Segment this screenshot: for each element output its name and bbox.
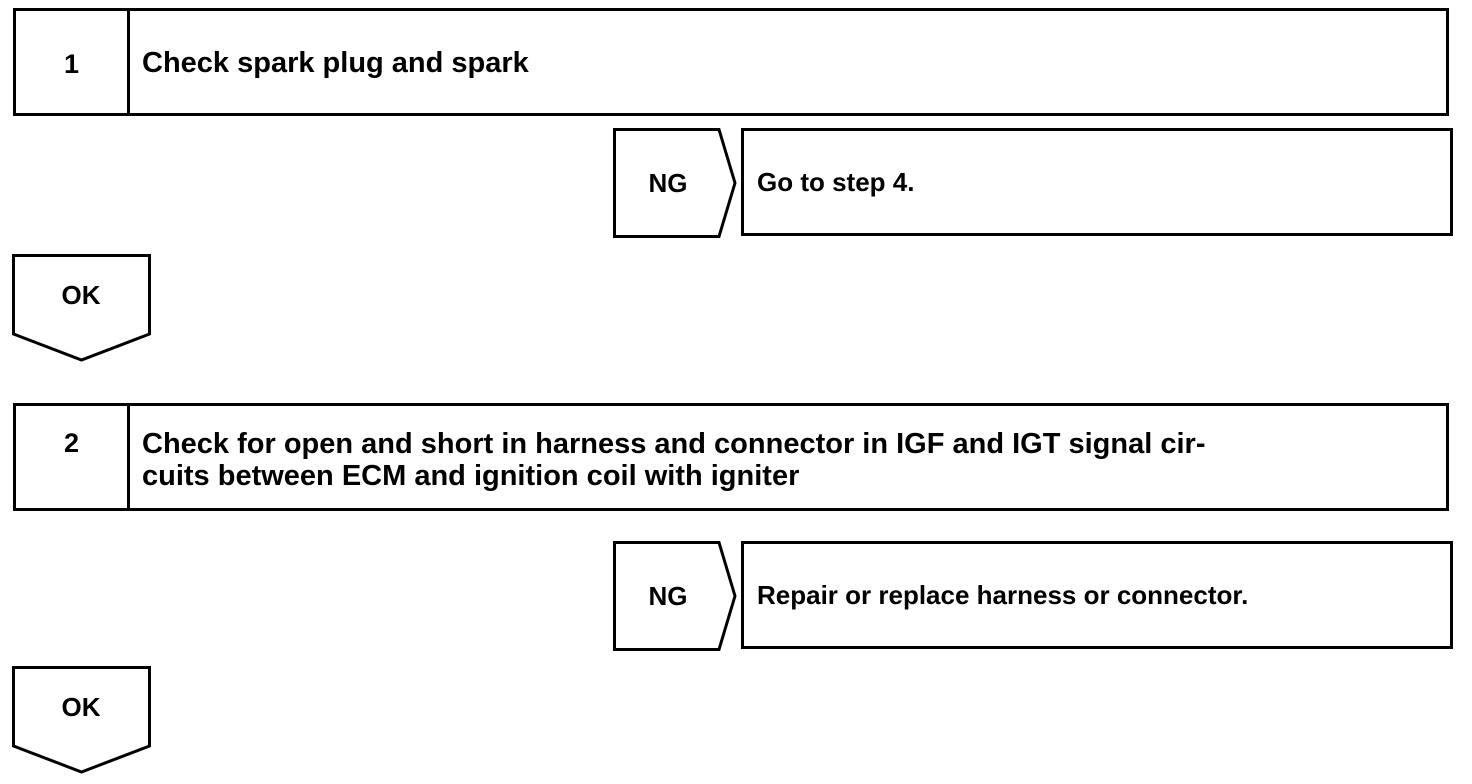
step-2-ng-result: Repair or replace harness or connector. [741, 541, 1453, 649]
step-2-ng-arrow: NG [613, 541, 737, 651]
ng-arrow-shape [613, 128, 737, 238]
ng-arrow-shape [613, 541, 737, 651]
step-1-ng-arrow: NG [613, 128, 737, 238]
step-2-title-line-2: cuits between ECM and ignition coil with… [142, 460, 800, 492]
step-2-number: 2 [16, 406, 130, 508]
step-2-ok-label: OK [61, 692, 101, 722]
step-2-title-line-1: Check for open and short in harness and … [142, 428, 1206, 460]
step-1-box: 1 Check spark plug and spark [13, 8, 1449, 116]
step-2-ng-result-text: Repair or replace harness or connector. [757, 579, 1249, 610]
step-2-ng-label: NG [648, 580, 688, 611]
step-1-ng-label: NG [648, 167, 688, 198]
step-1-ok-label: OK [61, 280, 101, 310]
step-2-ok-arrow: OK [12, 666, 152, 774]
step-1-number: 1 [16, 11, 130, 113]
step-1-ok-arrow: OK [12, 254, 152, 362]
step-2-box: 2 Check for open and short in harness an… [13, 403, 1449, 511]
ok-arrow-shape [12, 254, 151, 362]
ok-arrow-shape [12, 666, 151, 774]
step-1-ng-result: Go to step 4. [741, 128, 1453, 236]
step-1-ng-result-text: Go to step 4. [757, 166, 915, 197]
step-2-title: Check for open and short in harness and … [130, 406, 1446, 508]
step-1-title: Check spark plug and spark [142, 47, 529, 79]
